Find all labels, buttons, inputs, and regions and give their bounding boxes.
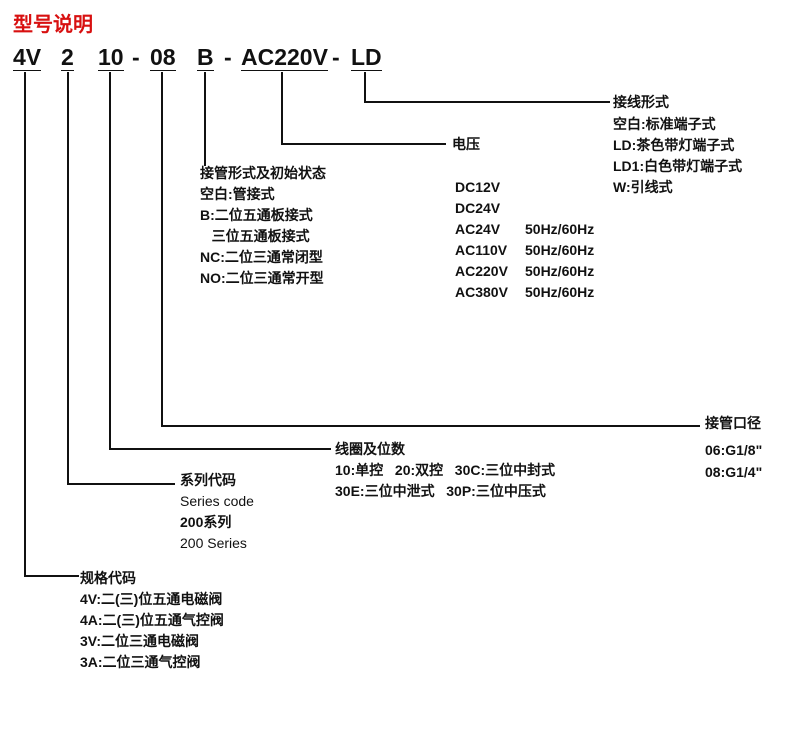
coil-heading: 线圈及位数 [335, 441, 405, 457]
port-item: 06:G1/8" [705, 442, 763, 458]
code-coil: 10 [98, 44, 124, 71]
series-item: 200系列 [180, 514, 232, 530]
voltage-heading: 电压 [452, 136, 480, 152]
wiring-item: W:引线式 [613, 179, 673, 195]
leader-line [67, 72, 69, 484]
code-spec: 4V [13, 44, 42, 71]
connection-item: NO:二位三通常开型 [200, 270, 324, 286]
leader-line [109, 72, 111, 449]
leader-line [281, 72, 283, 144]
wiring-item: LD:茶色带灯端子式 [613, 137, 735, 153]
wiring-heading: 接线形式 [613, 94, 669, 110]
leader-line [24, 575, 79, 577]
series-item: Series code [180, 493, 254, 509]
series-heading: 系列代码 [180, 472, 236, 488]
connection-item: NC:二位三通常闭型 [200, 249, 323, 265]
leader-line [204, 72, 206, 166]
leader-line [364, 72, 366, 102]
code-voltage: AC220V [241, 44, 328, 71]
leader-line [24, 72, 26, 576]
series-item: 200 Series [180, 535, 247, 551]
spec-item: 4A:二(三)位五通气控阀 [80, 612, 224, 628]
connection-heading: 接管形式及初始状态 [200, 165, 326, 181]
coil-item: 30E:三位中泄式 30P:三位中压式 [335, 483, 546, 499]
leader-line [281, 143, 446, 145]
leader-line [161, 72, 163, 426]
voltage-item: DC24V [455, 200, 501, 216]
spec-item: 4V:二(三)位五通电磁阀 [80, 591, 223, 607]
spec-item: 3A:二位三通气控阀 [80, 654, 201, 670]
connection-item: B:二位五通板接式 [200, 207, 313, 223]
code-dash: - [332, 44, 340, 70]
leader-line [364, 101, 610, 103]
connection-item: 三位五通板接式 [200, 228, 310, 244]
coil-item: 10:单控 20:双控 30C:三位中封式 [335, 462, 556, 478]
port-heading: 接管口径 [705, 415, 761, 431]
code-port: 08 [150, 44, 176, 71]
leader-line [109, 448, 331, 450]
code-series: 2 [61, 44, 74, 71]
spec-item: 3V:二位三通电磁阀 [80, 633, 200, 649]
code-dash: - [132, 44, 140, 70]
connection-item: 空白:管接式 [200, 186, 275, 202]
voltage-item: DC12V [455, 179, 501, 195]
code-dash: - [224, 44, 232, 70]
code-connection: B [197, 44, 214, 71]
port-item: 08:G1/4" [705, 464, 763, 480]
wiring-item: 空白:标准端子式 [613, 116, 716, 132]
leader-line [67, 483, 175, 485]
leader-line [161, 425, 700, 427]
code-wiring: LD [351, 44, 382, 71]
diagram-title: 型号说明 [13, 14, 93, 36]
wiring-item: LD1:白色带灯端子式 [613, 158, 743, 174]
spec-heading: 规格代码 [80, 570, 136, 586]
